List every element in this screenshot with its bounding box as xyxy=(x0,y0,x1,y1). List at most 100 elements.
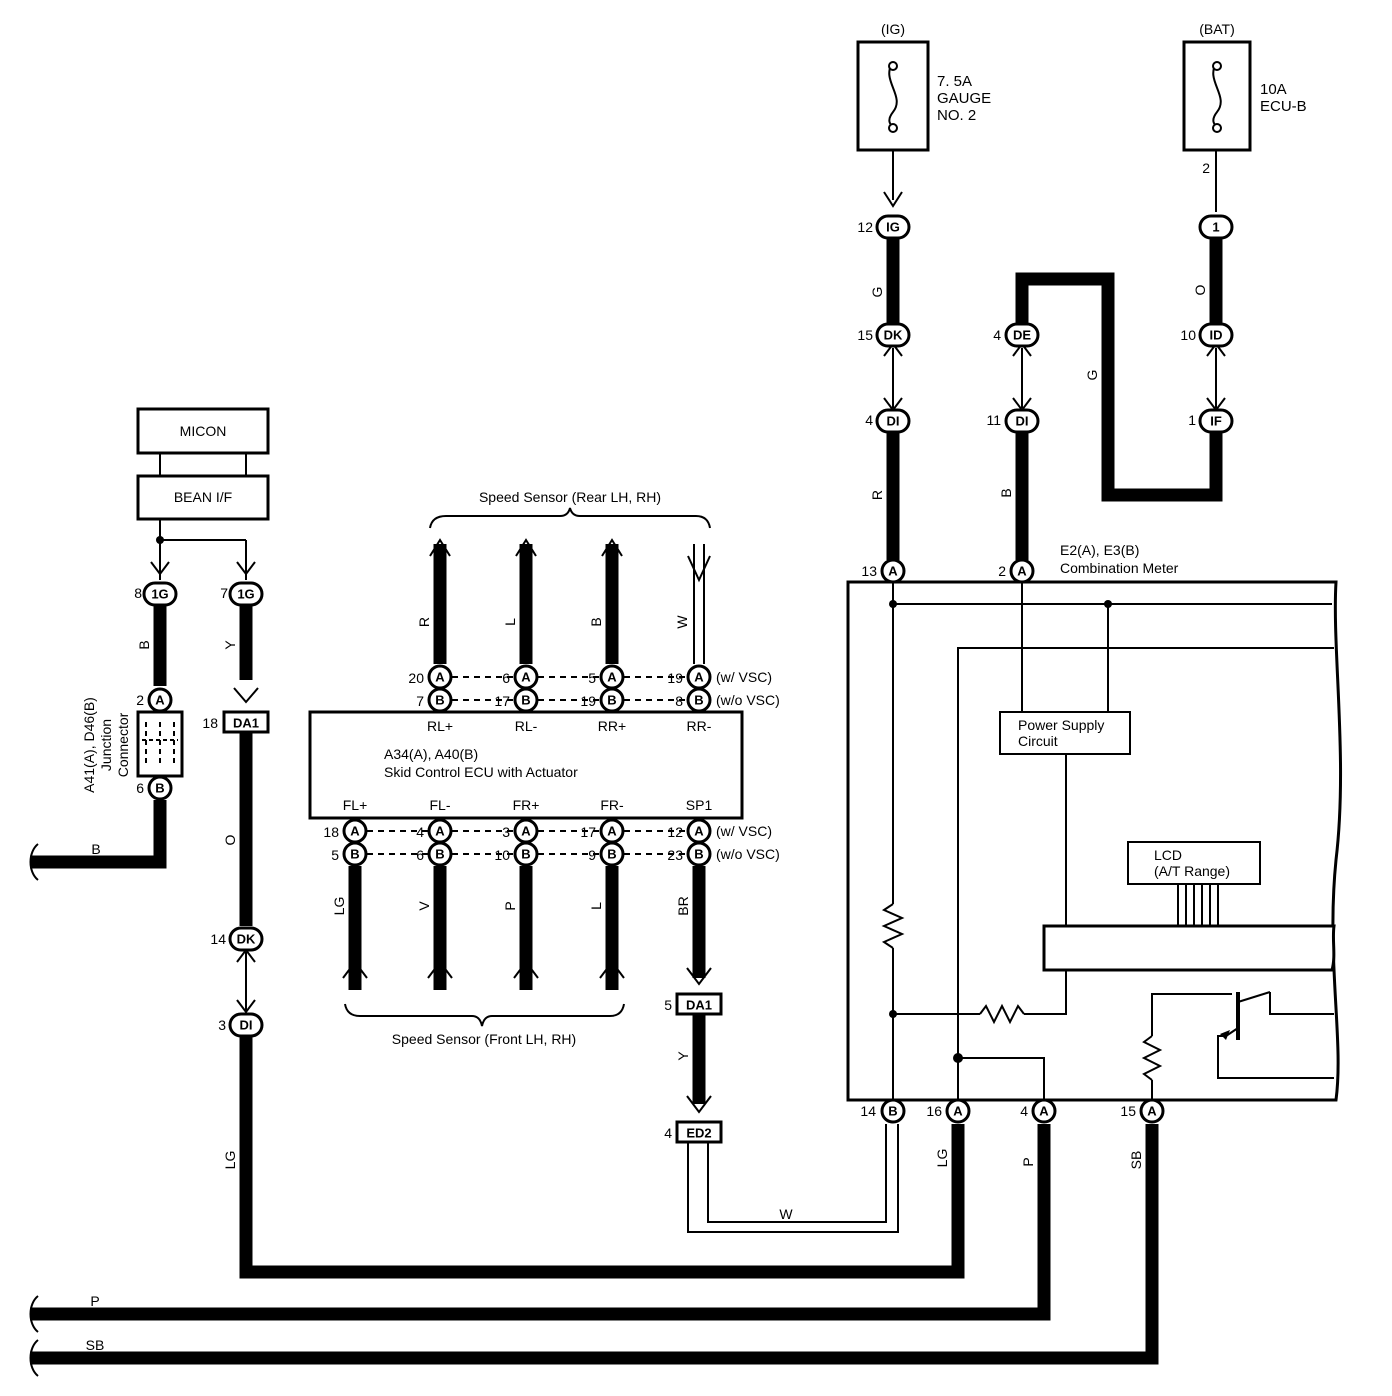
resistor-icon xyxy=(881,903,905,949)
wire-break-icon xyxy=(29,1339,39,1377)
ecu-pin-label: RL- xyxy=(515,718,538,734)
svg-text:1G: 1G xyxy=(151,587,168,602)
arrow-icon xyxy=(883,191,903,208)
pin-number: 23 xyxy=(667,847,683,863)
connector-b: B xyxy=(427,841,453,867)
wire-color-label: SB xyxy=(86,1337,105,1353)
connector-b: B xyxy=(513,841,539,867)
front-sensor-brace xyxy=(344,1003,625,1027)
connector-a: A xyxy=(686,818,712,844)
wire-color-label: R xyxy=(416,617,432,627)
pin-number: 8 xyxy=(134,585,142,601)
wire-color-label: B xyxy=(998,488,1014,497)
arrow-icon xyxy=(236,561,256,576)
svg-text:B: B xyxy=(607,847,616,862)
bean-box xyxy=(136,474,270,521)
fuse-ig-title: (IG) xyxy=(881,21,905,37)
connector-de: DE xyxy=(1004,322,1040,348)
svg-text:A: A xyxy=(521,670,531,685)
power-supply-box xyxy=(999,711,1131,755)
without-vsc-label: (w/o VSC) xyxy=(716,692,780,708)
bat-chain: O 2 10 1 xyxy=(1180,150,1226,428)
wire-color-label: Y xyxy=(222,640,238,650)
connector-a: A xyxy=(1139,1098,1165,1124)
connector-a: A xyxy=(427,818,453,844)
wire-color-label: LG xyxy=(934,1149,950,1168)
svg-text:A: A xyxy=(521,824,531,839)
ecu-pin-label: FR- xyxy=(600,797,624,813)
wire-color-label: V xyxy=(416,901,432,911)
connector-code: DA1 xyxy=(686,998,712,1013)
wire-color-label: LG xyxy=(331,897,347,916)
connector-b: B xyxy=(147,775,173,801)
wire-color-label: LG xyxy=(222,1151,238,1170)
rear-sensor-wires: R L B W xyxy=(416,538,711,664)
pin-number: 10 xyxy=(1180,327,1196,343)
svg-text:DI: DI xyxy=(1016,414,1029,429)
pin-number: 18 xyxy=(202,715,218,731)
connector-b: B xyxy=(686,841,712,867)
connector-b: B xyxy=(880,1098,906,1124)
fuse-ig-number: NO. 2 xyxy=(937,107,976,124)
svg-text:A: A xyxy=(888,564,898,579)
connector-a: A xyxy=(880,558,906,584)
arrow-icon xyxy=(342,960,368,979)
connector-pills: IG DK DI A DE DI A 1 ID IF 1G 1G A B DK … xyxy=(142,214,1234,1124)
svg-text:A: A xyxy=(607,670,617,685)
wire-color-label: W xyxy=(674,615,690,629)
svg-text:A: A xyxy=(1147,1104,1157,1119)
meter-ic-bar xyxy=(1042,924,1336,972)
connector-a: A xyxy=(599,664,625,690)
arrow-icon xyxy=(686,1095,712,1114)
pin-number: 4 xyxy=(664,1125,672,1141)
combination-meter-box xyxy=(846,580,1343,1102)
arrow-icon xyxy=(513,960,539,979)
connector-a: A xyxy=(147,687,173,713)
connector-if: IF xyxy=(1198,408,1234,434)
pin-number: 18 xyxy=(323,824,339,840)
svg-text:A: A xyxy=(155,693,165,708)
without-vsc-label: (w/o VSC) xyxy=(716,846,780,862)
resistor-icon xyxy=(979,1003,1025,1025)
connector-code: DA1 xyxy=(233,716,259,731)
svg-text:A: A xyxy=(1017,564,1027,579)
wire-color-label: O xyxy=(1192,284,1208,295)
connector-1g: 1G xyxy=(228,581,264,607)
wire-color-label: W xyxy=(779,1206,793,1222)
svg-text:1: 1 xyxy=(1212,220,1219,235)
svg-text:DE: DE xyxy=(1013,328,1031,343)
arrow-icon xyxy=(1220,1030,1230,1040)
svg-text:B: B xyxy=(521,693,530,708)
pin-number: 9 xyxy=(588,847,596,863)
meter-code-label: E2(A), E3(B) xyxy=(1060,542,1139,558)
ecu-pin-label: SP1 xyxy=(686,797,713,813)
micon-label: MICON xyxy=(180,423,227,439)
connector-di: DI xyxy=(1004,408,1040,434)
pin-number: 6 xyxy=(136,780,144,796)
wire-color-label: P xyxy=(502,901,518,910)
connector-di: DI xyxy=(228,1012,264,1038)
combination-meter: E2(A), E3(B) Combination Meter Power Sup… xyxy=(846,542,1343,1102)
svg-text:A: A xyxy=(694,670,704,685)
wire-color-label: P xyxy=(90,1293,99,1309)
wire-color-label: O xyxy=(222,834,238,845)
connector-b: B xyxy=(686,687,712,713)
fuse-bat-name: ECU-B xyxy=(1260,98,1307,115)
svg-text:DK: DK xyxy=(237,932,256,947)
connector-a: A xyxy=(513,664,539,690)
pin-number: 12 xyxy=(667,824,683,840)
jc-label-2: Junction xyxy=(98,719,114,771)
connector-a: A xyxy=(1009,558,1035,584)
connector-a: A xyxy=(599,818,625,844)
svg-text:B: B xyxy=(155,781,164,796)
micon-box xyxy=(136,407,270,455)
connector-a: A xyxy=(427,664,453,690)
pin-number: 14 xyxy=(860,1103,876,1119)
fuse-bat: (BAT) 10A ECU-B xyxy=(1182,21,1307,152)
svg-text:A: A xyxy=(953,1104,963,1119)
connector-a: A xyxy=(342,818,368,844)
connector-b: B xyxy=(427,687,453,713)
resistor-icon xyxy=(1141,1035,1163,1081)
wire-color-label: G xyxy=(1084,370,1100,381)
